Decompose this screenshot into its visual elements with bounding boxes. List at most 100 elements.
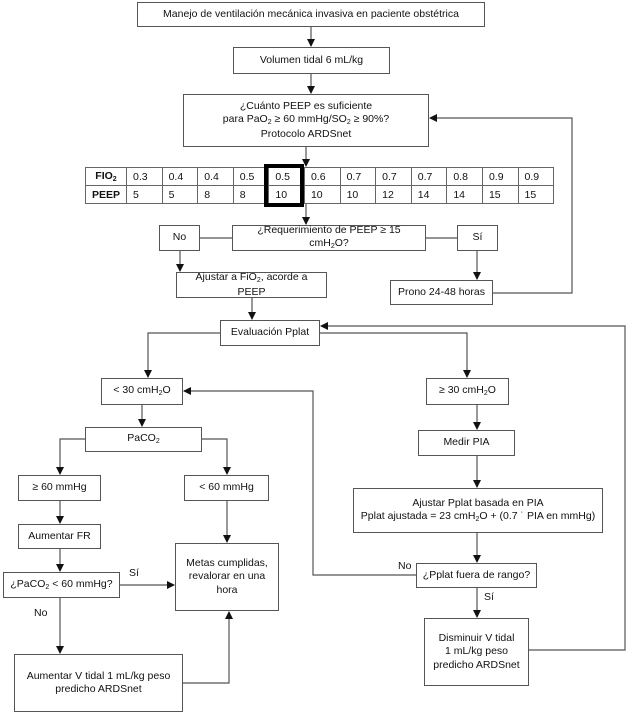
tidal-volume-node: Volumen tidal 6 mL/kg (233, 47, 390, 74)
table-cell: 8 (197, 185, 234, 204)
decrease-vt-line2: 1 mL/kg peso (444, 645, 509, 658)
text: ≥ 30 cmH (439, 384, 484, 397)
fio2-peep-table: FIO2 0.3 0.4 0.4 0.5 0.5 0.6 0.7 0.7 0.7… (85, 167, 555, 204)
table-cell: 5 (161, 185, 199, 204)
edge-paco2-to-high (56, 438, 85, 475)
table-cell: 15 (481, 185, 519, 204)
table-cell: 0.7 (410, 167, 448, 186)
text: ≥ 60 mmHg/SO (271, 113, 347, 126)
text: Ajustar a FiO (195, 271, 257, 284)
table-row-peep: PEEP 5 5 8 8 10 10 10 12 14 14 15 15 (85, 185, 555, 204)
peep-question-line2: para PaO2 ≥ 60 mmHg/SO2 ≥ 90%? (223, 113, 389, 128)
paco2-low-text: < 60 mmHg (199, 481, 254, 494)
peep-requirement-text: ¿Requerimiento de PEEP ≥ 15 cmH2O? (237, 224, 421, 252)
edge-label-paco2-no: No (34, 607, 48, 619)
subscript: 2 (346, 119, 351, 127)
table-cell: 0.7 (375, 167, 412, 186)
edge-range-no-loop (183, 387, 416, 576)
row-label-fio2: FIO2 (85, 167, 127, 186)
adjust-pplat-line1: Ajustar Pplat basada en PIA (412, 496, 544, 509)
increase-vt-node: Aumentar V tidal 1 mL/kg peso predicho A… (14, 654, 183, 712)
highlighted-column-box (264, 164, 304, 207)
table-cell: 0.7 (339, 167, 377, 186)
edge-eval-to-low (144, 332, 220, 378)
goals-met-line3: hora (216, 583, 238, 596)
table-cell: 0.8 (446, 167, 483, 186)
text: O (162, 384, 171, 397)
table-cell: 5 (126, 185, 163, 204)
si-node: Sí (457, 225, 498, 251)
edge-label-pplat-no: No (398, 560, 412, 572)
text: O? (334, 237, 349, 250)
pplat-low-node: < 30 cmH2O (101, 378, 183, 405)
text: Pplat ajustada = 23 cmH (360, 509, 476, 522)
increase-rr-node: Aumentar FR (18, 524, 101, 549)
table-cell: 0.3 (126, 167, 163, 186)
subscript: 2 (475, 515, 480, 523)
tidal-volume-text: Volumen tidal 6 mL/kg (259, 53, 364, 66)
no-node: No (159, 225, 200, 251)
decrease-vt-line1: Disminuir V tidal (438, 632, 515, 645)
text: PaCO (127, 432, 156, 445)
text: para PaO (222, 113, 268, 126)
adjust-pplat-node: Ajustar Pplat basada en PIA Pplat ajusta… (353, 488, 603, 533)
increase-rr-text: Aumentar FR (28, 529, 91, 542)
text: ¿Requerimiento de PEEP ≥ 15 cmH (257, 224, 401, 250)
no-node-text: No (172, 231, 187, 244)
text: < 60 mmHg? (49, 577, 113, 590)
subscript: 2 (158, 390, 163, 398)
paco2-low-node: < 60 mmHg (184, 475, 269, 501)
peep-requirement-node: ¿Requerimiento de PEEP ≥ 15 cmH2O? (232, 224, 426, 252)
table-cell: 14 (446, 185, 483, 204)
pplat-high-text: ≥ 30 cmH2O (439, 384, 496, 399)
goals-met-node: Metas cumplidas, revalorar en una hora (175, 543, 279, 611)
table-cell: 0.9 (517, 167, 555, 186)
peep-question-line1: ¿Cuánto PEEP es suficiente (239, 100, 373, 112)
edge-decrease-loop (320, 322, 626, 651)
paco2-text: PaCO2 (127, 432, 160, 447)
start-node: Manejo de ventilación mecánica invasiva … (137, 2, 485, 27)
pplat-range-question-node: ¿Pplat fuera de rango? (416, 563, 537, 588)
peep-question-line3: Protocolo ARDSnet (260, 127, 352, 140)
subscript: 2 (112, 176, 117, 183)
text: FIO (95, 170, 113, 182)
table-cell: 10 (339, 185, 377, 204)
paco2-high-text: ≥ 60 mmHg (32, 481, 87, 494)
table-cell: 0.6 (303, 167, 341, 186)
table-cell: 0.9 (481, 167, 519, 186)
measure-pia-text: Medir PIA (443, 436, 490, 449)
paco2-node: PaCO2 (85, 427, 202, 452)
edge-paco2-to-low (202, 438, 231, 475)
adjust-fio2-text: Ajustar a FiO2, acorde a PEEP (181, 271, 322, 299)
edge-label-paco2-yes: Sí (129, 567, 139, 579)
decrease-vt-line3: predicho ARDSnet (433, 658, 520, 671)
pplat-range-question-text: ¿Pplat fuera de rango? (422, 568, 531, 581)
text: ¿PaCO (10, 577, 46, 590)
paco2-question-node: ¿PaCO2 < 60 mmHg? (3, 572, 120, 598)
edge-eval-to-high (320, 332, 471, 378)
goals-met-line2: revalorar en una (188, 570, 266, 583)
subscript: 2 (267, 119, 272, 127)
decrease-vt-node: Disminuir V tidal 1 mL/kg peso predicho … (424, 618, 529, 686)
text: O (487, 384, 496, 397)
goals-met-line1: Metas cumplidas, (186, 557, 268, 570)
paco2-high-node: ≥ 60 mmHg (18, 475, 101, 501)
edge-vt-to-goals (183, 611, 233, 684)
measure-pia-node: Medir PIA (418, 430, 515, 456)
adjust-pplat-line2: Pplat ajustada = 23 cmH2O + (0.7 ˙ PIA e… (361, 510, 595, 525)
peep-question-node: ¿Cuánto PEEP es suficiente para PaO2 ≥ 6… (183, 94, 429, 147)
pplat-low-text: < 30 cmH2O (113, 384, 170, 399)
edge-prone-loop (429, 114, 573, 294)
table-cell: 14 (410, 185, 448, 204)
subscript: 2 (45, 583, 50, 591)
subscript: 2 (155, 438, 160, 446)
table-row-fio2: FIO2 0.3 0.4 0.4 0.5 0.5 0.6 0.7 0.7 0.7… (85, 167, 555, 186)
adjust-fio2-node: Ajustar a FiO2, acorde a PEEP (176, 271, 327, 299)
pplat-eval-node: Evaluación Pplat (220, 320, 320, 346)
table-cell: 15 (517, 185, 555, 204)
table-cell: 10 (303, 185, 341, 204)
subscript: 2 (256, 277, 261, 285)
prone-text: Prono 24-48 horas (398, 285, 485, 298)
